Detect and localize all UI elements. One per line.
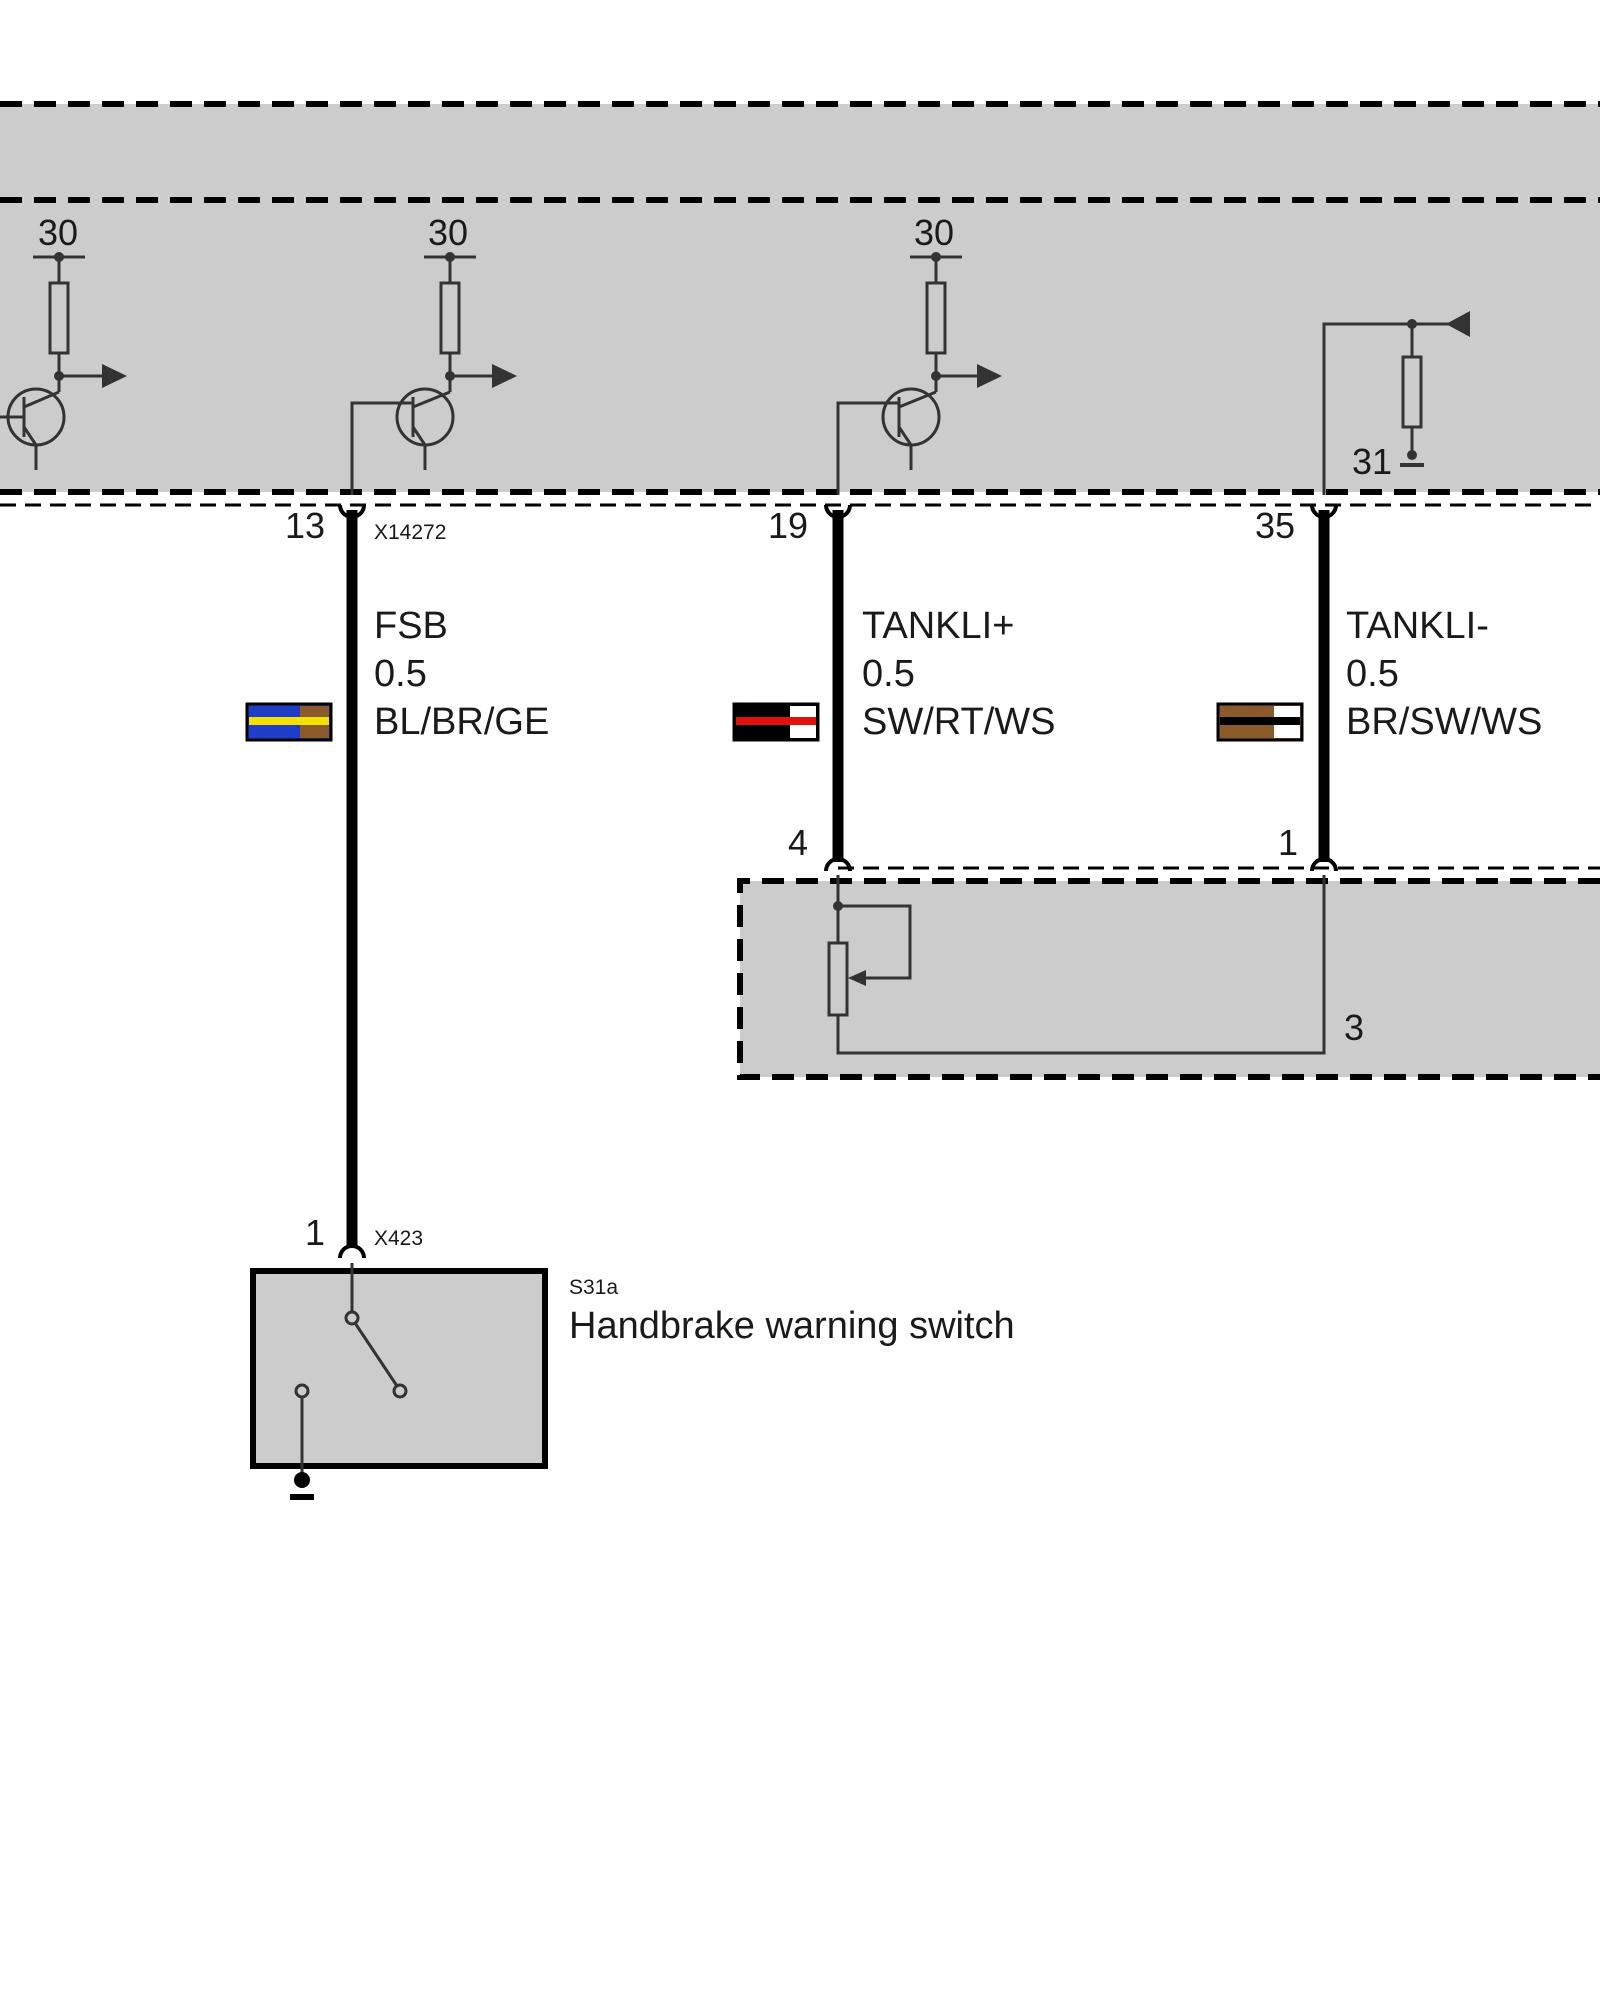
pin-number-35: 35 [1255, 505, 1295, 546]
resistor-4 [1401, 355, 1423, 429]
pin-number-4: 4 [788, 822, 808, 863]
potentiometer [827, 941, 849, 1017]
pin-number-x423-1: 1 [305, 1212, 325, 1253]
switch-contact-arm [353, 1322, 399, 1387]
resistor-3 [925, 281, 947, 355]
connector-x14272: X14272 [374, 521, 446, 544]
output-arrow-2 [492, 364, 517, 388]
wire-tankli-minus: 35 TANKLI- 0.5 BR/SW/WS 1 [1216, 504, 1542, 872]
switch-name: Handbrake warning switch [569, 1305, 1015, 1347]
pin-number-1-sender: 1 [1278, 822, 1298, 863]
supply-label-1: 30 [38, 212, 78, 253]
input-stage-ground: 31 [1322, 311, 1470, 495]
pin-terminal-x423 [338, 1244, 366, 1259]
sender-pin-3: 3 [1344, 1007, 1364, 1048]
pin-number-19: 19 [768, 505, 808, 546]
fuel-level-sender: 3 [737, 866, 1600, 1080]
ground-label: 31 [1352, 441, 1392, 482]
supply-label-2: 30 [428, 212, 468, 253]
transistor-stage-3: 30 [836, 212, 1002, 495]
cross-section-tankli-minus: 0.5 [1346, 653, 1399, 695]
signal-name-tankli-minus: TANKLI- [1346, 605, 1489, 647]
output-arrow-1 [102, 364, 127, 388]
resistor-1 [48, 281, 70, 355]
colour-code-fsb: BL/BR/GE [374, 701, 549, 743]
colour-swatch-tankli-plus [732, 702, 820, 742]
pin-number-13: 13 [285, 505, 325, 546]
supply-label-3: 30 [914, 212, 954, 253]
potentiometer-wiper [848, 970, 866, 986]
control-module [0, 101, 1600, 507]
cross-section-tankli-plus: 0.5 [862, 653, 915, 695]
colour-swatch-fsb [245, 702, 333, 742]
switch-housing [250, 1268, 548, 1469]
input-arrow [1446, 311, 1470, 337]
wire-fsb: 13 X14272 FSB 0.5 BL/BR/GE 1 X423 [245, 504, 549, 1259]
pin-terminal-1-sender [1310, 857, 1338, 872]
output-arrow-3 [977, 364, 1002, 388]
cross-section-fsb: 0.5 [374, 653, 427, 695]
signal-name-tankli-plus: TANKLI+ [862, 605, 1014, 647]
module-fill [0, 104, 1600, 492]
handbrake-switch: S31a Handbrake warning switch [250, 1263, 1015, 1500]
transistor-stage-1: 30 [0, 212, 127, 470]
signal-name-fsb: FSB [374, 605, 448, 647]
colour-swatch-tankli-minus [1216, 702, 1304, 742]
wire-tankli-plus: 19 TANKLI+ 0.5 SW/RT/WS 4 [732, 504, 1056, 872]
switch-id: S31a [569, 1276, 618, 1299]
transistor-stage-2: 30 [350, 212, 517, 495]
colour-code-tankli-plus: SW/RT/WS [862, 701, 1056, 743]
colour-code-tankli-minus: BR/SW/WS [1346, 701, 1542, 743]
ground-symbol [294, 1472, 310, 1488]
resistor-2 [439, 281, 461, 355]
connector-x423: X423 [374, 1227, 423, 1250]
sender-housing [737, 878, 1600, 1080]
